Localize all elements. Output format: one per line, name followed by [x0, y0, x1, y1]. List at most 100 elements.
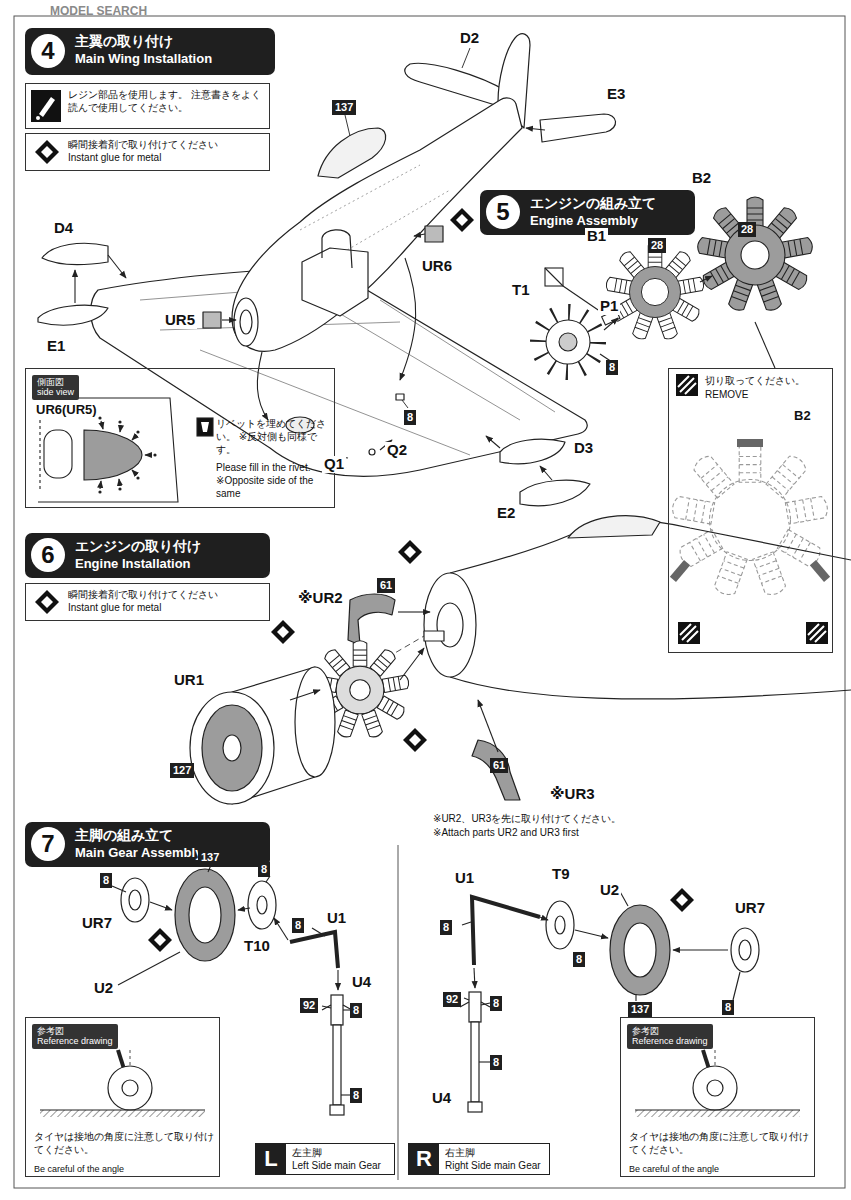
side-view-illustration [136, 430, 139, 433]
airframe-step6 [353, 641, 367, 667]
arrows-step7-right [575, 930, 608, 938]
part-label: U4 [350, 974, 373, 991]
side-view-illustration [101, 421, 103, 429]
gear-left [248, 881, 276, 929]
part-label: T10 [242, 938, 272, 955]
node-text: タイヤは接地の角度に注意して取り付けてください。 [629, 1130, 809, 1156]
gear-right [471, 1022, 479, 1102]
reference-drawings [707, 1080, 723, 1096]
gear-left [121, 869, 352, 1115]
callout-number: 8 [100, 873, 112, 888]
airframe-step6 [350, 680, 370, 700]
arrows-step7-left [238, 908, 250, 910]
step-number: 5 [486, 195, 520, 229]
engine-step5 [781, 237, 813, 258]
callout-number: 8 [490, 996, 502, 1011]
page-frame [398, 845, 399, 1180]
note-icons [35, 590, 59, 614]
remove-illustration [766, 453, 809, 498]
side-view-illustration [132, 470, 137, 475]
reference-drawings [122, 1080, 138, 1096]
airframe-step4 [203, 312, 221, 328]
glue-symbols [271, 620, 295, 644]
arrows-step7-left [341, 1094, 350, 1095]
step-number-text: 4 [31, 34, 65, 68]
step-header: エンジンの取り付けEngine Installation6 [25, 533, 270, 578]
gear-left [189, 887, 221, 943]
part-label: E1 [45, 338, 67, 355]
node-text: 参考図 [37, 1026, 113, 1036]
step-number: 6 [31, 538, 65, 572]
arrows-step7-left [274, 918, 288, 940]
node-text: 瞬間接着剤で取り付けてください [68, 138, 263, 151]
gear-right [624, 923, 656, 977]
engine-step5 [741, 241, 769, 269]
airframe-step6 [202, 705, 262, 791]
remove-illustration [737, 439, 763, 447]
arrows-step7-right [481, 1003, 490, 1005]
airframe-step4 [38, 34, 616, 506]
arrows-step7-left [322, 1006, 331, 1008]
airframe-step4 [369, 449, 375, 455]
node-text: 主脚の組み立て [75, 827, 262, 845]
arrows-step4 [540, 466, 552, 480]
callout-number: 137 [628, 1002, 652, 1017]
arrows-step7-left [118, 952, 180, 985]
gear-left [129, 890, 141, 910]
arrows-step5 [604, 318, 618, 330]
part-label: UR7 [80, 915, 114, 932]
node-text: エンジンの取り付け [75, 538, 262, 556]
side-view-illustration [197, 418, 213, 436]
part-label: ※UR2 [296, 590, 345, 607]
node-text: 左主脚 [292, 1147, 390, 1160]
leader-lines-step4 [345, 115, 350, 136]
leader-lines-step4 [462, 48, 470, 68]
gear-right [469, 992, 481, 1022]
arrows-step7-left [343, 1009, 350, 1010]
node-text: Be careful of the angle [629, 1164, 719, 1176]
arrows-step7-right [464, 998, 469, 1000]
airframe-step4 [425, 226, 443, 242]
airframe-step4 [302, 248, 368, 316]
remove-illustration [676, 374, 698, 396]
arrows-step5 [563, 276, 775, 368]
part-label: T1 [510, 282, 532, 299]
step-number-text: 5 [486, 195, 520, 229]
engine-step5 [538, 312, 598, 372]
gear-right [610, 905, 670, 995]
node-text: Please fill in the rivet. ※Opposite side… [216, 461, 328, 500]
part-label: UR5 [163, 312, 197, 329]
engine-step5 [559, 333, 577, 351]
reference-drawings [693, 1066, 737, 1110]
callout-number: 61 [490, 758, 508, 773]
arrows-step7-right [462, 888, 740, 1062]
gear-left [331, 995, 343, 1025]
callout-number: 8 [440, 920, 452, 935]
airframe-step4 [234, 298, 258, 346]
engine-step5 [545, 268, 563, 286]
remove-illustration [785, 496, 829, 524]
side-view-illustration [119, 479, 120, 486]
callout-number: 8 [292, 918, 304, 933]
side-view-illustration [98, 416, 156, 493]
node-text: Right Side main Gear [445, 1160, 545, 1173]
page-frame [14, 16, 845, 1188]
node-text: side view [37, 387, 74, 397]
airframe-step6 [382, 675, 409, 693]
part-label: U2 [92, 980, 115, 997]
leader-lines-step4 [345, 48, 470, 408]
callout-number: 8 [258, 862, 270, 877]
remove-illustration [678, 622, 700, 644]
part-label: U4 [430, 1090, 453, 1107]
engine-step5 [696, 237, 728, 258]
side-view-illustration [98, 490, 101, 493]
airframe-step4 [42, 243, 108, 264]
node-text: レジン部品を使用します。 注意書きをよく読んで使用してください。 [68, 88, 263, 114]
arrows-step6 [290, 612, 498, 752]
gear-left [175, 869, 235, 961]
arrows-step6 [478, 700, 498, 752]
remove-illustration [810, 560, 830, 582]
glue-symbols [148, 928, 172, 952]
part-label: ※UR3 [548, 786, 597, 803]
